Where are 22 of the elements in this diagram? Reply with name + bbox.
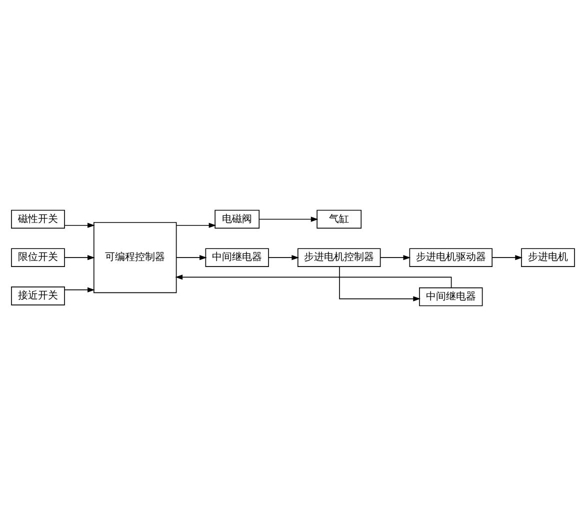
arrow [339, 266, 420, 302]
arrow [64, 255, 95, 260]
node-box: 步进电机控制器 [297, 248, 381, 267]
node-box: 可编程控制器 [93, 222, 177, 294]
arrow [176, 222, 216, 228]
node-box: 中间继电器 [205, 248, 269, 267]
node-box: 气缸 [316, 210, 362, 229]
node-box: 磁性开关 [11, 210, 65, 229]
arrow [64, 287, 95, 292]
node-box: 步进电机 [521, 248, 575, 267]
node-box: 接近开关 [11, 286, 65, 306]
node-box: 电磁阀 [214, 210, 260, 229]
arrow [380, 255, 411, 260]
arrow [64, 222, 95, 228]
arrow [492, 255, 523, 260]
arrow [268, 255, 300, 260]
node-box: 步进电机驱动器 [409, 248, 493, 267]
node-box: 中间继电器 [419, 287, 483, 306]
arrow [176, 255, 207, 260]
arrow [258, 216, 318, 222]
arrow [175, 274, 452, 288]
node-box: 限位开关 [11, 248, 65, 267]
